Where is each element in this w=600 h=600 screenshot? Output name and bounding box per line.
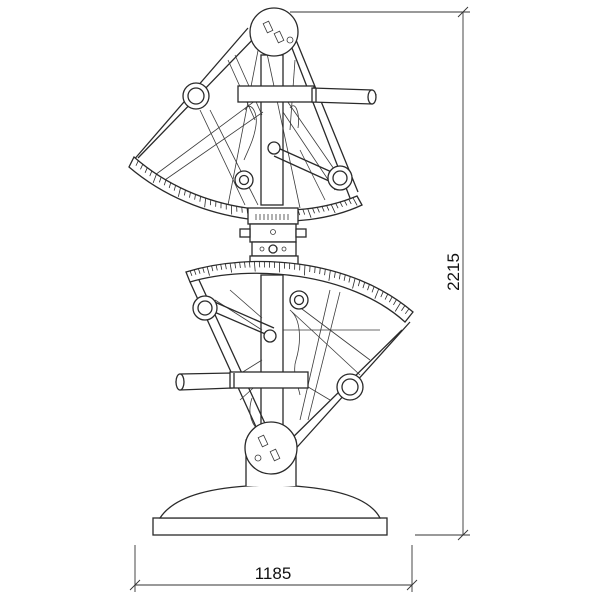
scale-tick — [319, 267, 321, 275]
scale-tick — [302, 209, 306, 215]
scale-tick — [239, 262, 241, 268]
scale-tick — [348, 199, 352, 205]
scale-tick — [140, 164, 144, 170]
scale-tick — [173, 185, 176, 191]
scale-tick — [135, 160, 139, 166]
scale-tick — [144, 167, 148, 173]
scale-tick — [234, 262, 237, 269]
scale-tick — [339, 201, 343, 208]
scale-tick — [335, 203, 339, 209]
scale-tick — [393, 299, 397, 306]
scale-tick — [312, 207, 315, 214]
scale-tick — [168, 182, 172, 189]
scale-tick — [343, 274, 346, 281]
scale-tick — [229, 263, 233, 273]
scale-tick — [352, 278, 356, 289]
scale-tick — [202, 267, 205, 273]
scale-tick — [303, 264, 306, 276]
lower-rings — [192, 290, 364, 401]
scale-tick — [338, 273, 341, 280]
width-label: 1185 — [255, 564, 292, 583]
lower-arc-scale — [185, 260, 414, 323]
scale-tick — [198, 268, 201, 274]
upper-roundel — [249, 7, 299, 57]
height-dimension: 2215 — [290, 6, 470, 541]
scale-tick — [253, 261, 256, 272]
scale-tick — [204, 198, 207, 208]
scale-tick — [371, 286, 375, 293]
scale-tick — [367, 284, 370, 291]
scale-tick — [333, 271, 336, 278]
scale-tick — [316, 207, 320, 213]
scale-tick — [330, 204, 336, 214]
scale-tick — [326, 205, 330, 211]
lower-roundel — [244, 421, 298, 475]
scale-tick — [380, 291, 384, 298]
width-dimension: 1185 — [129, 545, 418, 592]
scale-tick — [404, 308, 410, 315]
scale-tick — [215, 264, 218, 271]
scale-tick — [244, 261, 246, 268]
scale-tick — [344, 200, 348, 206]
scale-tick — [194, 194, 196, 200]
scale-tick — [149, 170, 153, 177]
upper-rings — [182, 82, 353, 191]
scale-tick — [189, 270, 193, 276]
scale-tick — [211, 265, 214, 272]
scale-tick — [163, 179, 167, 186]
scale-tick — [307, 208, 312, 218]
scale-tick — [388, 296, 393, 303]
scale-tick — [206, 266, 210, 276]
scale-tick — [384, 293, 389, 300]
scale-tick — [189, 192, 191, 198]
scale-tick — [321, 206, 325, 212]
scale-tick — [362, 282, 366, 289]
scale-tick — [193, 269, 197, 275]
lower-scale-ticks — [189, 261, 410, 315]
scale-tick — [177, 187, 181, 197]
height-label: 2215 — [444, 253, 463, 291]
scale-tick — [158, 177, 162, 183]
scale-tick — [357, 280, 361, 287]
scale-tick — [224, 263, 227, 270]
scale-tick — [394, 302, 402, 312]
scale-tick — [328, 270, 331, 281]
scale-tick — [199, 196, 201, 202]
scale-tick — [324, 269, 326, 276]
scale-tick — [374, 288, 380, 299]
scale-tick — [248, 261, 251, 268]
scale-tick — [183, 190, 186, 196]
scale-tick — [401, 305, 406, 311]
lower-handle — [175, 371, 309, 391]
scale-tick — [352, 197, 358, 206]
scale-tick — [152, 173, 157, 184]
upper-sextant-frame — [131, 27, 359, 209]
scale-tick — [220, 264, 223, 270]
scale-tick — [348, 276, 351, 283]
upper-handle — [237, 85, 377, 105]
scale-tick — [314, 266, 316, 274]
